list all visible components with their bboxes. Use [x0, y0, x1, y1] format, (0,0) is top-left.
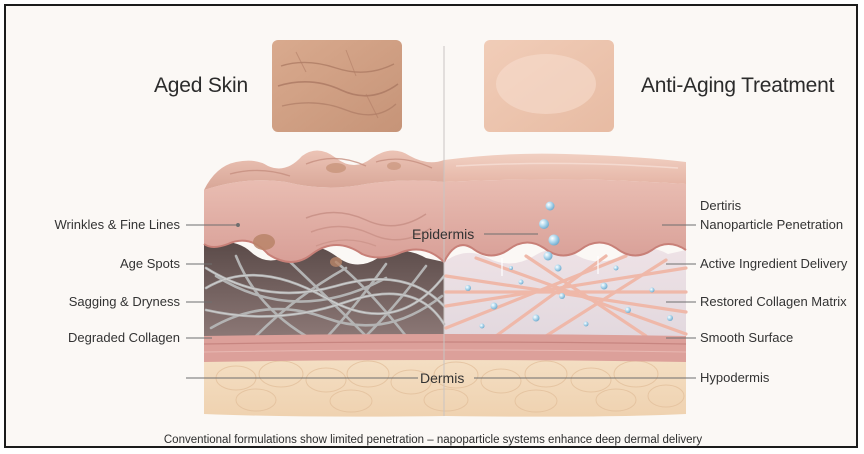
degraded-collagen-label: Degraded Collagen [68, 330, 180, 345]
active-ingredient-label: Active Ingredient Delivery [700, 256, 847, 271]
epidermis-label: Epidermis [412, 226, 474, 242]
dermis-label: Dermis [420, 370, 464, 386]
smooth-surface-label: Smooth Surface [700, 330, 793, 345]
restored-collagen-label: Restored Collagen Matrix [700, 294, 847, 309]
epidermis-treated [444, 179, 686, 262]
hypodermis-layer [204, 356, 686, 417]
sagging-dryness-label: Sagging & Dryness [69, 294, 180, 309]
hypodermis-label: Hypodermis [700, 370, 769, 385]
aged-skin-title: Aged Skin [154, 74, 248, 98]
anti-aging-title: Anti-Aging Treatment [641, 74, 834, 98]
treated-skin-thumbnail [484, 40, 614, 132]
diagram-frame: Aged Skin Anti-Aging Treatment Epidermis… [4, 4, 858, 448]
dermis-band [204, 334, 686, 362]
wrinkles-label: Wrinkles & Fine Lines [55, 217, 180, 232]
nanoparticle-penetration-label: Nanoparticle Penetration [700, 217, 843, 232]
aged-skin-thumbnail [272, 40, 402, 132]
dertiris-label: Dertiris [700, 198, 741, 213]
age-spots-label: Age Spots [120, 256, 180, 271]
diagram-caption: Conventional formulations show limited p… [6, 434, 858, 446]
